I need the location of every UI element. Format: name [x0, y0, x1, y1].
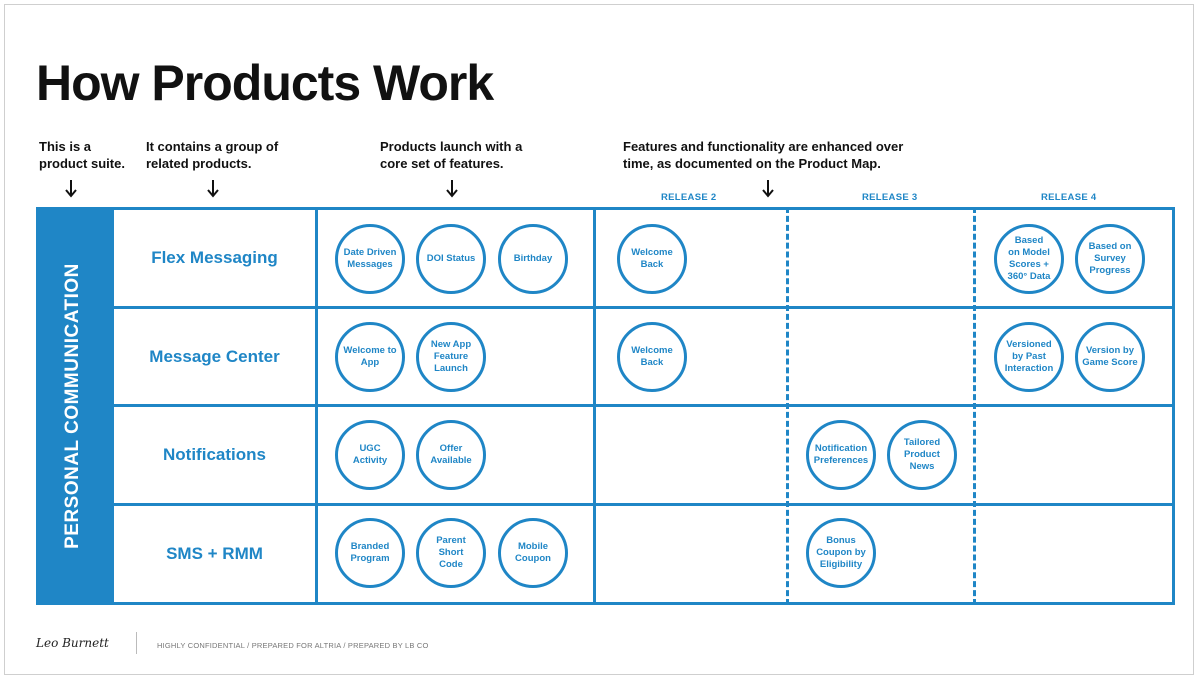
suite-column: [36, 207, 111, 605]
feature-line: Versioned: [1006, 339, 1052, 350]
annotation-launch: Products launch with a core set of featu…: [380, 138, 522, 172]
feature-line: Survey: [1094, 253, 1126, 264]
feature-line: Preferences: [813, 455, 869, 466]
feature-circle[interactable]: DOI Status: [416, 224, 486, 294]
annotation-line: Features and functionality are enhanced …: [623, 139, 904, 154]
feature-line: Based: [1014, 235, 1044, 246]
arrow-down-icon: [762, 180, 774, 198]
feature-line: Back: [640, 357, 664, 368]
feature-line: News: [909, 461, 935, 472]
feature-circle[interactable]: UGC Activity: [335, 420, 405, 490]
annotation-line: This is a: [39, 139, 92, 154]
product-name: Message Center: [149, 346, 280, 366]
annotation-line: related products.: [146, 156, 252, 171]
product-name: SMS + RMM: [166, 544, 263, 563]
feature-line: Code: [439, 559, 463, 570]
feature-line: 360° Data: [1007, 271, 1051, 282]
annotation-line: It contains a group of: [146, 139, 279, 154]
page-title: How Products Work: [36, 55, 494, 111]
feature-line: Branded: [350, 541, 390, 552]
feature-line: Birthday: [513, 253, 553, 264]
feature-line: Feature: [433, 351, 469, 362]
footer-divider: [136, 632, 137, 654]
feature-line: Mobile: [517, 541, 549, 552]
feature-line: Coupon by: [816, 547, 866, 558]
arrow-down-icon: [207, 180, 219, 198]
product-name: Notifications: [163, 445, 266, 464]
feature-line: Available: [430, 455, 472, 466]
feature-circle[interactable]: Birthday: [498, 224, 568, 294]
annotation-line: Products launch with a: [380, 139, 523, 154]
release-label: RELEASE 3: [862, 192, 918, 203]
feature-line: Tailored: [903, 437, 941, 448]
release-label: RELEASE 2: [661, 192, 717, 203]
footer-text: HIGHLY CONFIDENTIAL / PREPARED FOR ALTRI…: [157, 641, 429, 650]
feature-line: Progress: [1089, 265, 1131, 276]
feature-line: on Model: [1008, 247, 1050, 258]
row-divider: [111, 404, 1175, 407]
feature-line: Product: [904, 449, 940, 460]
annotation-group: It contains a group of related products.: [146, 138, 278, 172]
feature-line: Welcome: [631, 247, 673, 258]
feature-line: Interaction: [1004, 363, 1054, 374]
feature-line: Date Driven: [343, 247, 397, 258]
slide-frame: [4, 4, 1194, 675]
feature-line: Back: [640, 259, 664, 270]
feature-line: Welcome to: [343, 345, 397, 356]
feature-line: Based on: [1088, 241, 1132, 252]
feature-line: New App: [430, 339, 472, 350]
feature-line: Welcome: [631, 345, 673, 356]
product-name: Flex Messaging: [151, 248, 278, 267]
signature-logo: Leo Burnett: [36, 636, 109, 650]
annotation-line: product suite.: [39, 156, 125, 171]
annotation-line: time, as documented on the Product Map.: [623, 156, 881, 171]
feature-line: App: [360, 357, 380, 368]
arrow-down-icon: [446, 180, 458, 198]
feature-line: Coupon: [515, 553, 551, 564]
feature-line: by Past: [1012, 351, 1046, 362]
feature-line: Scores +: [1009, 259, 1049, 270]
feature-line: UGC Activity: [352, 443, 388, 466]
row-divider: [111, 306, 1175, 309]
row-divider: [111, 503, 1175, 506]
feature-line: Program: [350, 553, 390, 564]
feature-line: Eligibility: [819, 559, 863, 570]
feature-line: Offer: [439, 443, 463, 454]
feature-line: Parent Short: [436, 535, 466, 558]
feature-line: Launch: [434, 363, 468, 374]
suite-name: PERSONAL COMMUNICATION: [62, 263, 83, 549]
annotation-line: core set of features.: [380, 156, 504, 171]
feature-line: Bonus: [826, 535, 856, 546]
annotation-enhance: Features and functionality are enhanced …: [623, 138, 903, 172]
release-label: RELEASE 4: [1041, 192, 1097, 203]
feature-line: Game Score: [1082, 357, 1138, 368]
arrow-down-icon: [65, 180, 77, 198]
feature-line: Messages: [347, 259, 393, 270]
feature-line: DOI Status: [426, 253, 476, 264]
feature-line: Version by: [1085, 345, 1135, 356]
feature-line: Notification: [814, 443, 868, 454]
annotation-suite: This is a product suite.: [39, 138, 125, 172]
